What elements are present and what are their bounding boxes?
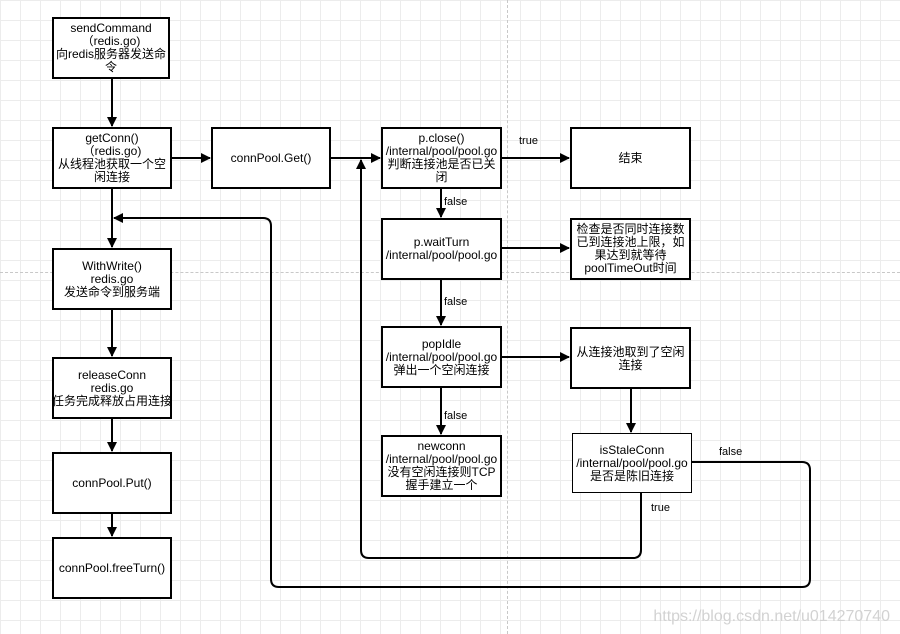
node-text-line: 从连接池取到了空闲	[576, 345, 685, 359]
node-text-line: newconn	[417, 439, 466, 453]
node-text-line: WithWrite()	[82, 258, 142, 273]
node-text-line: releaseConn	[77, 367, 147, 382]
node-text-line: connPool.freeTurn()	[58, 560, 166, 575]
release-conn-node: releaseConn redis.go 任务完成释放占用连接	[52, 357, 172, 419]
wait-turn-node: p.waitTurn /internal/pool/pool.go	[381, 218, 502, 280]
end-node: 结束	[570, 127, 691, 189]
node-text-line: p.close()	[418, 131, 465, 145]
node-text-line: 弹出一个空闲连接	[393, 362, 490, 377]
is-stale-conn-node: isStaleConn /internal/pool/pool.go 是否是陈旧…	[572, 433, 692, 493]
node-text-line: 闭	[435, 170, 448, 184]
node-text-line: 检查是否同时连接数	[576, 222, 685, 236]
node-text-line: /internal/pool/pool.go	[385, 452, 498, 466]
wait-turn-note-node: 检查是否同时连接数 已到连接池上限，如 果达到就等待 poolTimeOut时间	[570, 218, 691, 280]
p-close-node: p.close() /internal/pool/pool.go 判断连接池是否…	[381, 127, 502, 189]
edge-label-true-end: true	[519, 135, 538, 147]
send-command-node: sendCommand （redis.go) 向redis服务器发送命 令	[52, 17, 170, 79]
node-text-line: 已到连接池上限，如	[576, 235, 685, 249]
node-text-line: redis.go	[90, 380, 134, 395]
conn-pool-free-turn-node: connPool.freeTurn()	[52, 537, 172, 599]
node-text-line: p.waitTurn	[413, 235, 470, 249]
node-text-line: 没有空闲连接则TCP	[387, 465, 496, 479]
with-write-node: WithWrite() redis.go 发送命令到服务端	[52, 248, 172, 310]
get-conn-node: getConn() （redis.go) 从线程池获取一个空 闲连接	[52, 127, 172, 189]
node-text-line: 判断连接池是否已关	[387, 157, 496, 171]
vertical-guide-line	[507, 0, 508, 634]
got-idle-node: 从连接池取到了空闲 连接	[570, 327, 691, 389]
node-text-line: 闲连接	[93, 170, 130, 184]
watermark-text: https://blog.csdn.net/u014270740	[653, 608, 890, 625]
node-text-line: popIdle	[421, 336, 462, 351]
node-text-line: 令	[104, 60, 117, 74]
node-text-line: 结束	[618, 150, 643, 165]
node-text-line: 向redis服务器发送命	[56, 47, 167, 61]
new-conn-node: newconn /internal/pool/pool.go 没有空闲连接则TC…	[381, 435, 502, 497]
conn-pool-get-node: connPool.Get()	[211, 127, 331, 189]
node-text-line: 是否是陈旧连接	[589, 468, 674, 483]
edge-label-stale-true: true	[651, 502, 670, 514]
node-text-line: connPool.Put()	[72, 475, 152, 490]
node-text-line: sendCommand	[70, 21, 152, 35]
edge-label-false-wait: false	[444, 196, 468, 208]
node-text-line: isStaleConn	[599, 442, 665, 457]
edge-label-false-new: false	[444, 410, 468, 422]
node-text-line: 连接	[618, 358, 643, 372]
node-text-line: /internal/pool/pool.go	[576, 455, 688, 470]
node-text-line: redis.go	[90, 271, 134, 286]
node-text-line: /internal/pool/pool.go	[385, 349, 498, 364]
node-text-line: poolTimeOut时间	[584, 261, 677, 275]
pop-idle-node: popIdle /internal/pool/pool.go 弹出一个空闲连接	[381, 326, 502, 388]
node-text-line: /internal/pool/pool.go	[385, 248, 498, 262]
edge-stale-false-loop	[113, 213, 811, 588]
node-text-line: getConn()	[85, 131, 139, 145]
node-text-line: 发送命令到服务端	[63, 284, 160, 299]
node-text-line: 任务完成释放占用连接	[52, 393, 173, 408]
node-text-line: 握手建立一个	[405, 478, 478, 492]
edge-label-stale-false: false	[719, 446, 743, 458]
node-text-line: connPool.Get()	[230, 150, 312, 165]
edge-stale-true-loop	[356, 159, 642, 559]
node-text-line: 果达到就等待	[594, 248, 667, 262]
conn-pool-put-node: connPool.Put()	[52, 452, 172, 514]
node-text-line: 从线程池获取一个空	[57, 157, 166, 171]
node-text-line: （redis.go)	[81, 34, 141, 48]
edge-label-false-pop: false	[444, 296, 468, 308]
node-text-line: （redis.go)	[82, 144, 142, 158]
node-text-line: /internal/pool/pool.go	[385, 144, 498, 158]
